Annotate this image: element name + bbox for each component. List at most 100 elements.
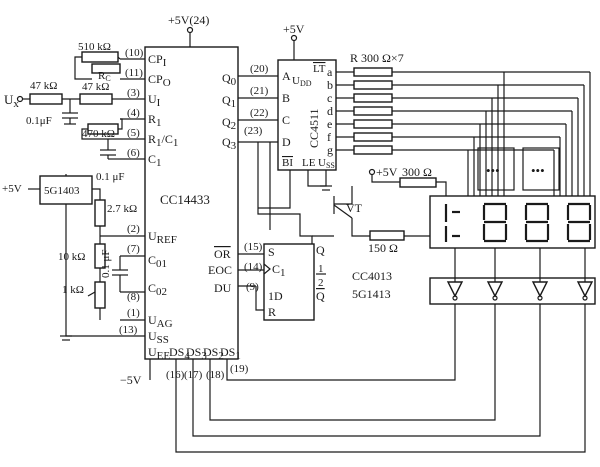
cc4511-in-c: C: [282, 113, 290, 127]
rc-label: RC: [98, 70, 111, 83]
pin-num-9: (9): [246, 281, 259, 293]
pin-r1: R1: [148, 112, 162, 129]
pin-num-1: (1): [127, 307, 140, 319]
vt-label: VT: [346, 201, 363, 215]
supply-top-label: +5V(24): [168, 13, 209, 27]
pin-c02: C02: [148, 281, 167, 298]
driver-label: 5G1413: [352, 287, 391, 301]
digit-group-1: [477, 147, 515, 191]
pin-num-19: (19): [230, 363, 249, 375]
resistor-rc: [91, 63, 121, 74]
cc4013-qbar: Q: [316, 289, 325, 303]
resistor-array: [336, 67, 590, 155]
r510-label: 510 kΩ: [78, 41, 111, 53]
cc4013-chip: [263, 243, 315, 321]
resistor-2.7k: [94, 199, 106, 227]
cc14433-right-pins: Q0 Q1 Q2 Q3 OR EOC DU: [208, 71, 237, 295]
seg-label-d: d: [327, 104, 333, 118]
pin-ds1: DS1: [220, 345, 241, 362]
ref-supply-label: +5V: [2, 183, 22, 195]
resistor-300: [399, 177, 437, 188]
resistor-47k-b: [79, 93, 113, 105]
potentiometer-1k: [94, 281, 106, 309]
cc4013-q: Q: [316, 243, 325, 257]
pin-num-2: (2): [127, 223, 140, 235]
c01a-label: 0.1μF: [26, 115, 52, 127]
pin-num-23: (23): [244, 125, 263, 137]
pin-q2: Q2: [222, 115, 236, 132]
seg-label-a: a: [327, 65, 333, 79]
cc14433-left-pin-numbers: (10) (11) (3) (4) (5) (6) (2) (7) (8) (1…: [119, 47, 144, 336]
pin-num-15: (15): [244, 241, 263, 253]
r27-label: 2.7 kΩ: [107, 203, 137, 215]
pin-c01: C01: [148, 253, 167, 270]
r47a-label: 47 kΩ: [30, 80, 57, 92]
cc14433-chip: [144, 46, 239, 360]
supply-neg-label: −5V: [120, 373, 142, 387]
resistor-150: [369, 230, 405, 241]
pin-ds2: DS2: [203, 345, 224, 362]
pin-num-6: (6): [127, 147, 140, 159]
vt-supply-label: +5V: [376, 165, 398, 179]
seg-label-g: g: [327, 143, 333, 157]
ref-chip-label: 5G1403: [44, 185, 80, 197]
digit-2: [524, 202, 550, 243]
cc4013-label: CC4013: [352, 269, 392, 283]
cc4511-outputs: a b c d e f g: [327, 65, 333, 157]
pin-uss: USS: [148, 329, 169, 346]
pin-num-16: (16): [166, 369, 185, 381]
pin-num-11: (11): [125, 67, 143, 79]
seg-label-f: f: [327, 130, 331, 144]
pin-cpo: CPO: [148, 72, 171, 89]
pin-uref: UREF: [148, 229, 177, 246]
vdd-terminal: [186, 26, 194, 34]
pin-ui: UI: [148, 92, 161, 109]
pin-eoc: EOC: [208, 263, 232, 277]
cc4013-mid2: 2: [318, 277, 324, 289]
resistor-510k: [81, 51, 119, 63]
ux-input-label: Ux: [4, 92, 19, 110]
pin-or: OR: [214, 247, 231, 261]
cc4013-pin-1d: 1D: [268, 289, 283, 303]
digit-group-2-dots: •••: [531, 163, 545, 178]
pin-num-14: (14): [244, 261, 263, 273]
pin-num-20: (20): [250, 63, 269, 75]
pin-q0: Q0: [222, 71, 237, 88]
cc4013-pin-c: C1: [272, 262, 286, 279]
r10-label: 10 kΩ: [58, 251, 85, 263]
cc4511-lt: LT: [313, 63, 326, 75]
cc4511-vdd-terminal: [290, 34, 298, 42]
seg-label-e: e: [327, 117, 332, 131]
pin-num-4: (4): [127, 107, 140, 119]
pin-num-22: (22): [250, 107, 269, 119]
seg-label-b: b: [327, 78, 333, 92]
digit-3: [566, 202, 592, 243]
c01b-label: 0.1 μF: [96, 171, 125, 183]
cc4511-bi: BI: [282, 157, 293, 169]
pin-num-5: (5): [127, 127, 140, 139]
pin-ds4: DS4: [169, 345, 190, 362]
pin-uee: UEE: [148, 345, 170, 362]
cc4511-supply-label: +5V: [283, 22, 305, 36]
cc14433-left-pins: CPI CPO UI R1 R1/C1 C1 UREF C01 C02 UAG …: [148, 52, 178, 362]
pin-uag: UAG: [148, 313, 173, 330]
pin-num-13: (13): [119, 324, 138, 336]
r47b-label: 47 kΩ: [82, 81, 109, 93]
pin-ds3: DS3: [186, 345, 207, 362]
r1-label: 1 kΩ: [62, 284, 84, 296]
cc14433-label: CC14433: [160, 192, 210, 207]
pin-num-21: (21): [250, 85, 269, 97]
cc4511-udd: UDD: [292, 75, 312, 88]
c01c-label: 0.1 μF: [100, 249, 112, 278]
cc4511-label: CC4511: [307, 108, 321, 148]
cc4013-pin-r: R: [268, 305, 276, 319]
pin-num-18: (18): [206, 369, 225, 381]
pin-c1: C1: [148, 152, 162, 169]
pin-q1: Q1: [222, 93, 236, 110]
cc14433-left-wires: [112, 58, 145, 337]
cc4511-in-d: D: [282, 135, 291, 149]
resistor-array-label: R 300 Ω×7: [350, 51, 404, 65]
cc4511-le: LE: [302, 157, 316, 169]
cc4511-uss: USS: [318, 157, 335, 170]
